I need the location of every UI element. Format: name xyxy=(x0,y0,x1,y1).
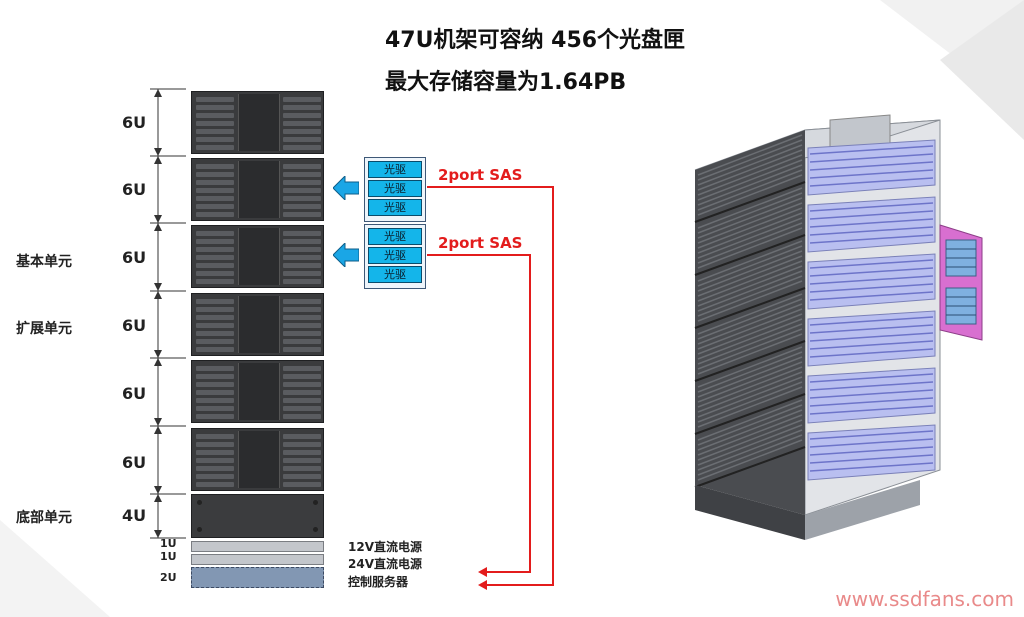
title-line-2: 最大存储容量为1.64PB xyxy=(385,70,627,95)
psu-24v xyxy=(191,554,324,565)
bottom-unit-label: 底部单元 xyxy=(16,510,72,526)
psu-24v-label: 24V直流电源 xyxy=(348,557,422,571)
rack-shelf-6u xyxy=(191,293,324,356)
expansion-unit-label: 扩展单元 xyxy=(16,321,72,337)
u-label: 4U xyxy=(122,506,147,525)
control-server xyxy=(191,567,324,588)
rack-3d-illustration xyxy=(694,114,983,540)
small-u-label: 1U xyxy=(160,537,177,550)
rack-shelf-6u xyxy=(191,158,324,221)
sas-label-1: 2port SAS xyxy=(438,166,523,184)
optical-drive: 光驱 xyxy=(368,247,422,264)
optical-drive: 光驱 xyxy=(368,266,422,283)
small-u-label: 1U xyxy=(160,550,177,563)
optical-drive: 光驱 xyxy=(368,180,422,197)
arrow-left-icon xyxy=(333,176,359,200)
psu-12v xyxy=(191,541,324,552)
rack-shelf-6u xyxy=(191,91,324,154)
rack-shelf-6u xyxy=(191,428,324,491)
u-label: 6U xyxy=(122,180,147,199)
bottom-unit-box xyxy=(191,494,324,538)
basic-unit-label: 基本单元 xyxy=(16,254,72,270)
rack-shelf-6u xyxy=(191,225,324,288)
psu-12v-label: 12V直流电源 xyxy=(348,540,422,554)
title-line-1: 47U机架可容纳 456个光盘匣 xyxy=(385,28,686,53)
u-label: 6U xyxy=(122,453,147,472)
control-server-label: 控制服务器 xyxy=(348,575,409,589)
drive-group-1: 光驱 光驱 光驱 xyxy=(364,157,426,222)
optical-drive: 光驱 xyxy=(368,228,422,245)
drive-group-2: 光驱 光驱 光驱 xyxy=(364,224,426,289)
u-label: 6U xyxy=(122,316,147,335)
small-u-label: 2U xyxy=(160,571,177,584)
optical-drive: 光驱 xyxy=(368,199,422,216)
watermark: www.ssdfans.com xyxy=(835,587,1014,611)
u-label: 6U xyxy=(122,384,147,403)
sas-label-2: 2port SAS xyxy=(438,234,523,252)
u-label: 6U xyxy=(122,248,147,267)
rack-shelf-6u xyxy=(191,360,324,423)
u-label: 6U xyxy=(122,113,147,132)
arrow-left-icon xyxy=(333,243,359,267)
optical-drive: 光驱 xyxy=(368,161,422,178)
